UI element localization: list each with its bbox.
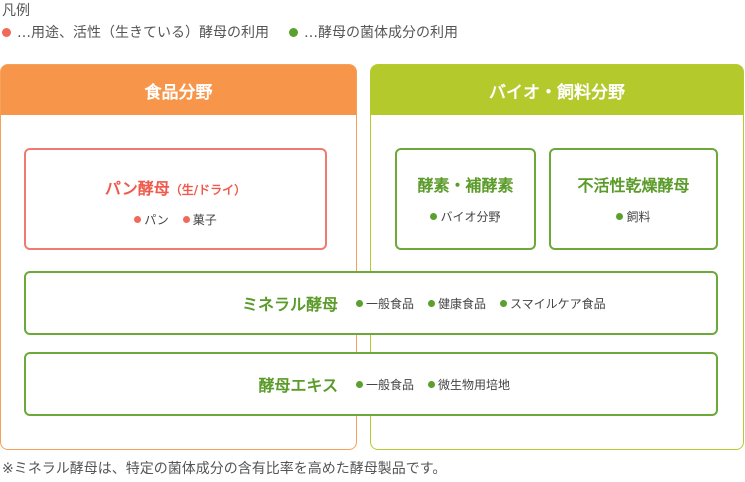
tag: 微生物用培地 [428,376,510,393]
legend-title: 凡例 [2,3,30,19]
footnote: ※ミネラル酵母は、特定の菌体成分の含有比率を高めた酵母製品です。 [2,461,447,477]
legend-label: …酵母の菌体成分の利用 [304,25,458,41]
green-dot-icon [428,299,436,307]
tag: 菓子 [182,211,217,228]
green-dot-icon [289,27,298,37]
tag: 飼料 [616,208,651,225]
green-dot-icon [356,380,363,388]
mineral-yeast-tags: 一般食品 健康食品 スマイルケア食品 [356,295,606,312]
tag: スマイルケア食品 [500,295,606,312]
pan-yeast-title: パン酵母（生/ドライ） [104,179,247,198]
yeast-extract-box: 酵母エキス 一般食品 微生物用培地 [24,352,718,416]
tag: 健康食品 [428,295,486,312]
legend-item-live-yeast: …用途、活性（生きている）酵母の利用 [2,22,269,42]
green-dot-icon [356,299,363,307]
bio-section-title: バイオ・飼料分野 [371,65,743,115]
tag: 一般食品 [356,295,414,312]
legend: …用途、活性（生きている）酵母の利用 …酵母の菌体成分の利用 [2,22,458,42]
mineral-yeast-box: ミネラル酵母 一般食品 健康食品 スマイルケア食品 [24,271,718,335]
red-dot-icon [2,27,11,37]
enzyme-tags: バイオ分野 [397,208,534,225]
yeast-extract-title: 酵母エキス [258,376,338,395]
green-dot-icon [500,299,508,307]
green-dot-icon [430,213,438,220]
green-dot-icon [428,380,436,388]
red-dot-icon [182,216,190,223]
red-dot-icon [134,216,142,223]
enzyme-box: 酵素・補酵素 バイオ分野 [395,148,536,250]
food-section-title: 食品分野 [1,65,356,115]
yeast-extract-tags: 一般食品 微生物用培地 [356,376,510,393]
legend-label: …用途、活性（生きている）酵母の利用 [17,25,269,41]
pan-yeast-box: パン酵母（生/ドライ） パン 菓子 [24,148,327,250]
mineral-yeast-title: ミネラル酵母 [241,295,338,314]
tag: 一般食品 [356,376,414,393]
inactive-dry-yeast-title: 不活性乾燥酵母 [577,176,690,195]
legend-item-yeast-components: …酵母の菌体成分の利用 [289,22,458,42]
inactive-dry-yeast-tags: 飼料 [551,208,716,225]
pan-yeast-tags: パン 菓子 [26,211,325,228]
green-dot-icon [616,213,624,220]
enzyme-title: 酵素・補酵素 [417,176,514,195]
inactive-dry-yeast-box: 不活性乾燥酵母 飼料 [549,148,718,250]
tag: パン [134,211,169,228]
tag: バイオ分野 [430,208,501,225]
